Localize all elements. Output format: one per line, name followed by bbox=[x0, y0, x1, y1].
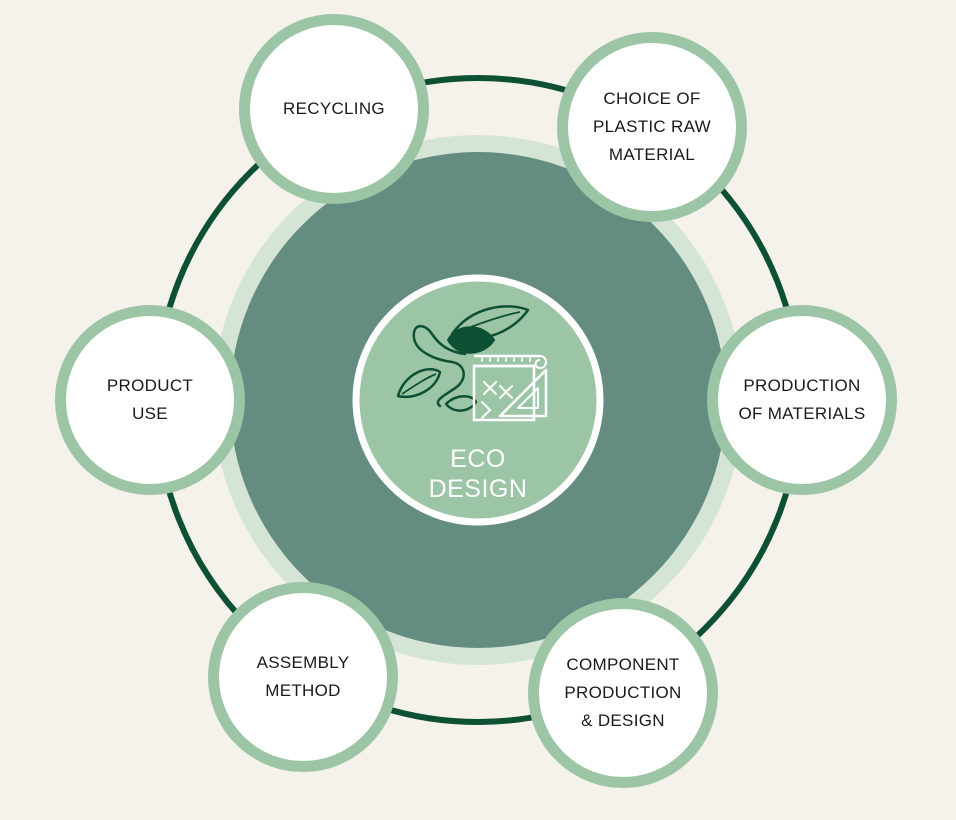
step-label: COMPONENT PRODUCTION & DESIGN bbox=[564, 655, 682, 730]
step-component-production-design: COMPONENT PRODUCTION & DESIGN bbox=[528, 598, 718, 788]
eco-design-icon bbox=[396, 305, 548, 422]
step-assembly-method: ASSEMBLY METHOD bbox=[208, 582, 398, 772]
center-hub bbox=[352, 274, 604, 526]
step-choice-of-plastic-raw-material: CHOICE OF PLASTIC RAW MATERIAL bbox=[557, 32, 747, 222]
step-label: RECYCLING bbox=[283, 99, 385, 118]
step-label: PRODUCT USE bbox=[106, 376, 194, 423]
step-label: PRODUCTION OF MATERIALS bbox=[738, 376, 866, 423]
step-label: ASSEMBLY METHOD bbox=[256, 653, 350, 700]
step-label: CHOICE OF PLASTIC RAW MATERIAL bbox=[593, 89, 711, 164]
step-production-of-materials: PRODUCTION OF MATERIALS bbox=[707, 305, 897, 495]
center-label: ECO DESIGN bbox=[428, 445, 528, 503]
step-product-use: PRODUCT USE bbox=[55, 305, 245, 495]
step-recycling: RECYCLING bbox=[239, 14, 429, 204]
